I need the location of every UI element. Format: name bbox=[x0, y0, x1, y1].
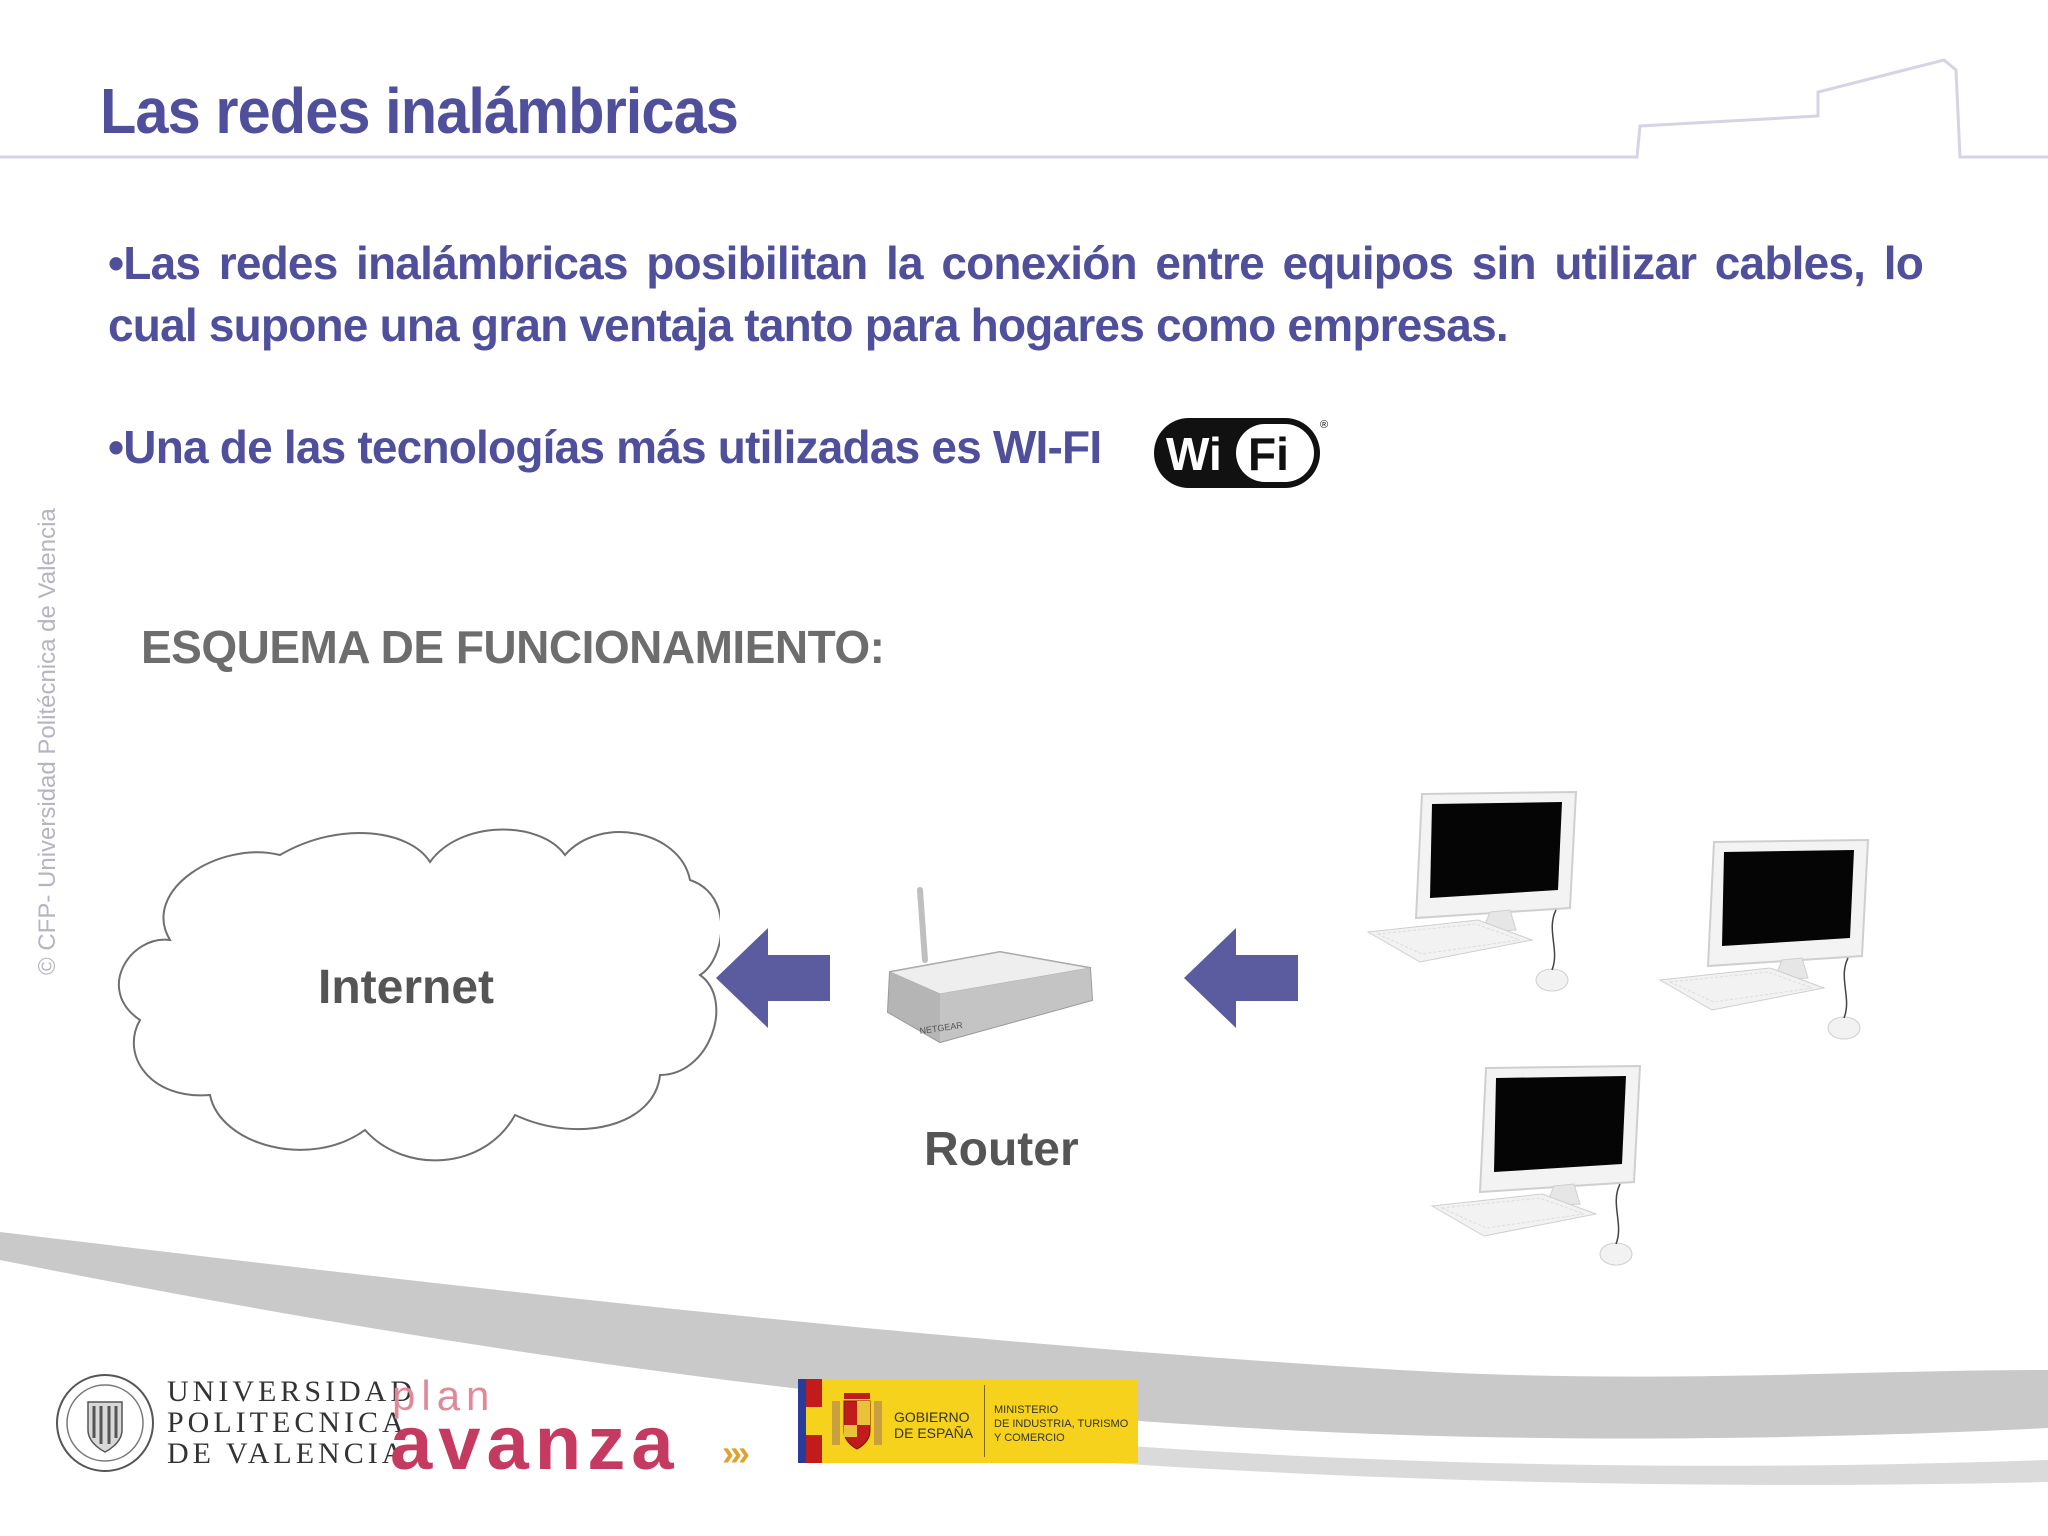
gobierno-line-1: GOBIERNO bbox=[894, 1409, 970, 1425]
cloud-icon bbox=[117, 828, 720, 1162]
scheme-heading: ESQUEMA DE FUNCIONAMIENTO: bbox=[141, 621, 885, 673]
ministerio-text: MINISTERIO DE INDUSTRIA, TURISMO Y COMER… bbox=[994, 1403, 1128, 1445]
arrow-left-icon bbox=[1184, 928, 1298, 1028]
government-banner: GOBIERNO DE ESPAÑA MINISTERIO DE INDUSTR… bbox=[798, 1379, 1138, 1463]
spain-flag-stripe bbox=[798, 1379, 822, 1463]
arrow-left-icon bbox=[716, 928, 830, 1028]
header-line-decoration bbox=[0, 58, 2048, 159]
gobierno-text: GOBIERNO DE ESPAÑA bbox=[894, 1409, 973, 1441]
plan-avanza-chevrons: ››› bbox=[722, 1432, 750, 1473]
ministerio-line-1: MINISTERIO bbox=[994, 1404, 1059, 1416]
wifi-logo-icon: Wi Fi ® bbox=[1154, 418, 1328, 488]
wifi-logo-registered: ® bbox=[1320, 419, 1328, 431]
plan-avanza-avanza: avanza bbox=[390, 1401, 680, 1486]
router-icon: NETGEAR bbox=[886, 887, 1094, 1044]
government-divider bbox=[984, 1385, 985, 1457]
bullet-wifi-technology: •Una de las tecnologías más utilizadas e… bbox=[108, 421, 1102, 473]
computer-icon bbox=[1430, 1064, 1642, 1266]
upv-name: UNIVERSIDAD POLITECNICA DE VALENCIA bbox=[167, 1376, 416, 1469]
footer-swoosh-decoration bbox=[0, 1232, 2048, 1488]
ministerio-line-3: Y COMERCIO bbox=[994, 1432, 1065, 1444]
upv-line-2: POLITECNICA bbox=[167, 1406, 408, 1439]
computer-icon bbox=[1366, 790, 1578, 992]
upv-seal-icon bbox=[56, 1374, 154, 1472]
wifi-logo-right: Fi bbox=[1248, 428, 1289, 480]
computer-icon bbox=[1658, 838, 1870, 1040]
upv-line-1: UNIVERSIDAD bbox=[167, 1375, 416, 1408]
ministerio-line-2: DE INDUSTRIA, TURISMO bbox=[994, 1418, 1129, 1430]
slide-title: Las redes inalámbricas bbox=[100, 75, 739, 147]
bullet-wireless-networks: •Las redes inalámbricas posibilitan la c… bbox=[108, 237, 1924, 351]
plan-avanza-plan: plan bbox=[392, 1372, 496, 1419]
spain-coat-of-arms-icon bbox=[832, 1393, 882, 1450]
wifi-logo-left: Wi bbox=[1166, 428, 1222, 480]
router-label: Router bbox=[924, 1123, 1079, 1176]
internet-label: Internet bbox=[318, 961, 495, 1014]
gobierno-line-2: DE ESPAÑA bbox=[894, 1425, 974, 1441]
side-credit: © CFP- Universidad Politécnica de Valenc… bbox=[34, 508, 61, 975]
upv-line-3: DE VALENCIA bbox=[167, 1437, 408, 1470]
